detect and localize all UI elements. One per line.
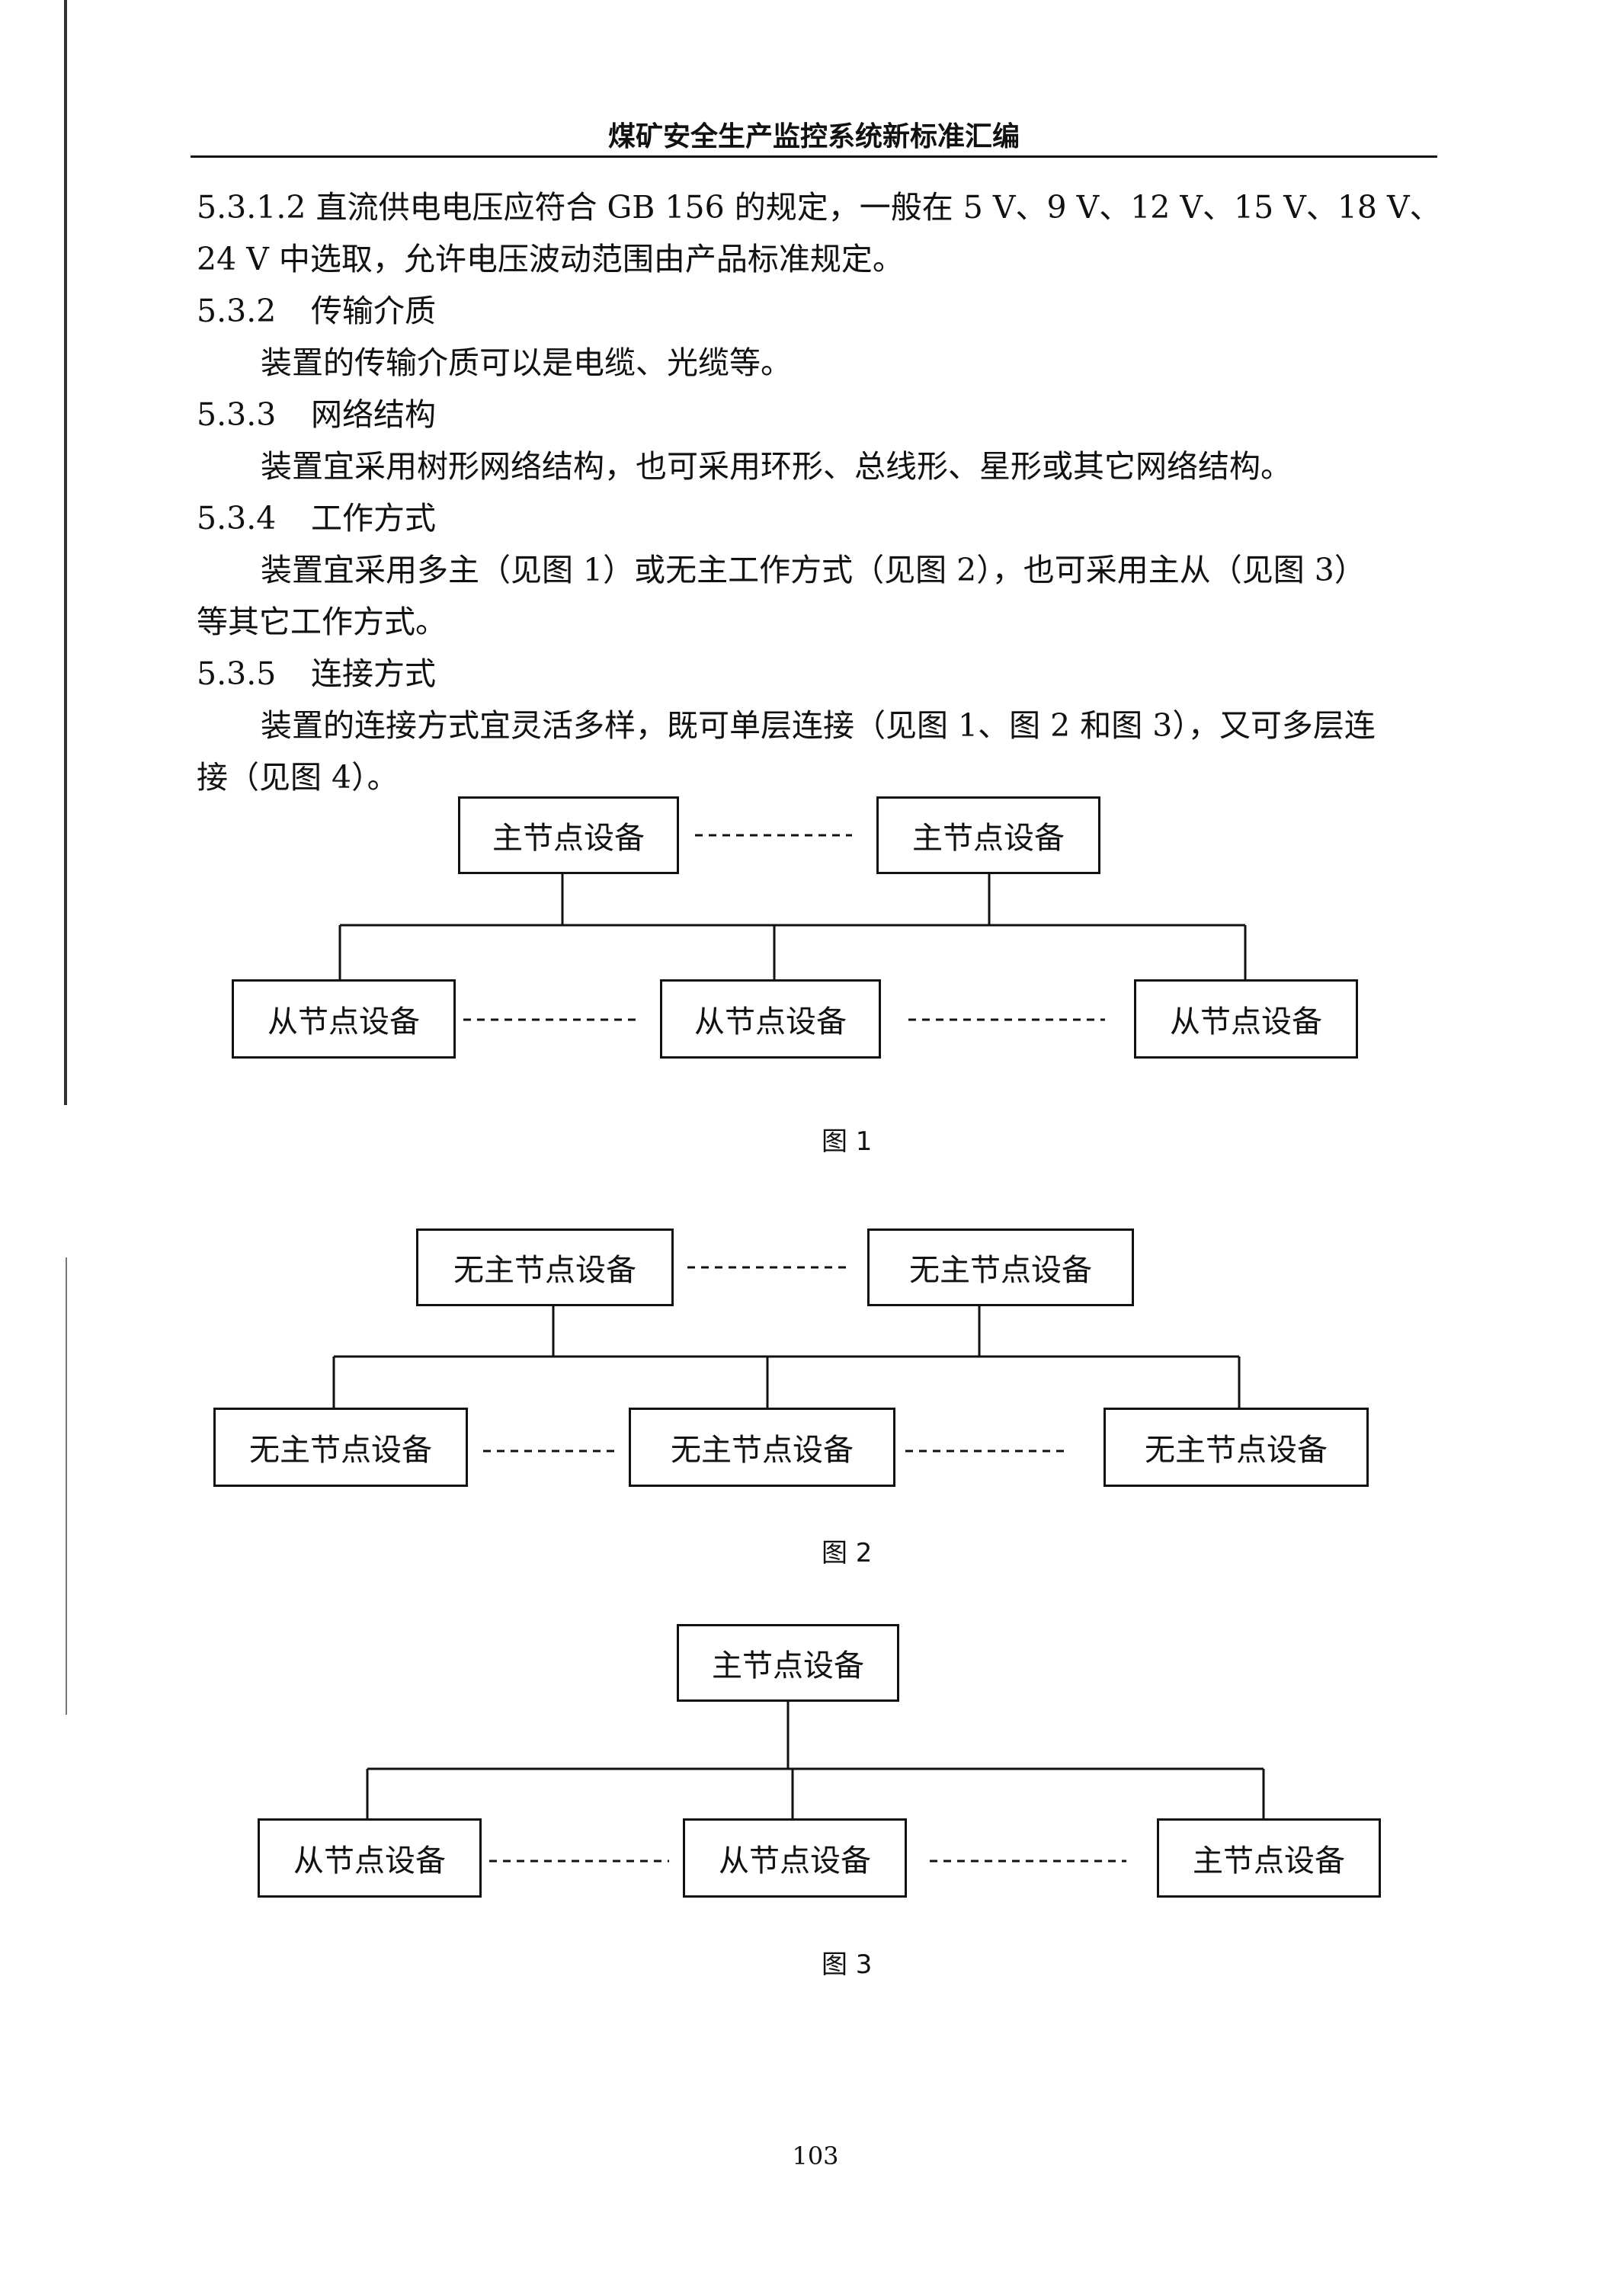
clause-5-3-4-heading: 5.3.4 工作方式 bbox=[197, 500, 436, 537]
fig2-peer-node-top-left: 无主节点设备 bbox=[416, 1228, 674, 1306]
fig1-slave-node-left: 从节点设备 bbox=[232, 979, 456, 1059]
clause-title: 连接方式 bbox=[311, 655, 436, 692]
clause-number: 5.3.2 bbox=[197, 293, 277, 329]
clause-number: 5.3.5 bbox=[197, 655, 277, 692]
clause-5-3-2-heading: 5.3.2 传输介质 bbox=[197, 293, 436, 329]
figure-3-caption: 图 3 bbox=[822, 1949, 873, 1980]
fig3-slave-node-middle: 从节点设备 bbox=[683, 1818, 907, 1898]
fig1-master-node-left: 主节点设备 bbox=[458, 796, 679, 874]
clause-5-3-2-text: 装置的传输介质可以是电缆、光缆等。 bbox=[261, 344, 792, 381]
fig2-peer-node-bottom-middle: 无主节点设备 bbox=[629, 1408, 895, 1487]
clause-5-3-1-2-line2: 24 V 中选取，允许电压波动范围由产品标准规定。 bbox=[197, 241, 904, 277]
clause-5-3-5-heading: 5.3.5 连接方式 bbox=[197, 655, 436, 692]
fig2-peer-node-bottom-left: 无主节点设备 bbox=[213, 1408, 468, 1487]
page-number: 103 bbox=[792, 2141, 839, 2170]
clause-5-3-4-text-line1: 装置宜采用多主（见图 1）或无主工作方式（见图 2），也可采用主从（见图 3） bbox=[261, 552, 1366, 588]
binding-edge bbox=[64, 0, 67, 1105]
figure-2-caption: 图 2 bbox=[822, 1538, 873, 1568]
running-header: 煤矿安全生产监控系统新标准汇编 bbox=[607, 121, 1020, 152]
clause-title: 工作方式 bbox=[311, 500, 436, 537]
clause-title: 网络结构 bbox=[311, 396, 436, 433]
clause-number: 5.3.4 bbox=[197, 500, 277, 537]
clause-5-3-3-heading: 5.3.3 网络结构 bbox=[197, 396, 436, 433]
clause-5-3-5-text-line1: 装置的连接方式宜灵活多样，既可单层连接（见图 1、图 2 和图 3），又可多层连 bbox=[261, 707, 1376, 744]
fig2-peer-node-bottom-right: 无主节点设备 bbox=[1103, 1408, 1369, 1487]
header-rule bbox=[191, 155, 1437, 158]
clause-5-3-3-text: 装置宜采用树形网络结构，也可采用环形、总线形、星形或其它网络结构。 bbox=[261, 448, 1292, 485]
figure-1-caption: 图 1 bbox=[822, 1126, 873, 1157]
clause-title: 传输介质 bbox=[311, 293, 436, 329]
clause-5-3-5-text-line2: 接（见图 4）。 bbox=[197, 759, 399, 796]
fig3-master-node-top: 主节点设备 bbox=[677, 1624, 899, 1702]
fig1-slave-node-middle: 从节点设备 bbox=[660, 979, 881, 1059]
clause-5-3-1-2-line1: 5.3.1.2 直流供电电压应符合 GB 156 的规定，一般在 5 V、9 V… bbox=[197, 189, 1441, 226]
fig3-master-node-right: 主节点设备 bbox=[1157, 1818, 1381, 1898]
clause-5-3-4-text-line2: 等其它工作方式。 bbox=[197, 604, 447, 640]
fig1-slave-node-right: 从节点设备 bbox=[1134, 979, 1358, 1059]
clause-number: 5.3.3 bbox=[197, 396, 277, 433]
binding-edge-lower bbox=[66, 1257, 67, 1715]
fig3-slave-node-left: 从节点设备 bbox=[258, 1818, 482, 1898]
fig2-peer-node-top-right: 无主节点设备 bbox=[867, 1228, 1134, 1306]
fig1-master-node-right: 主节点设备 bbox=[876, 796, 1100, 874]
